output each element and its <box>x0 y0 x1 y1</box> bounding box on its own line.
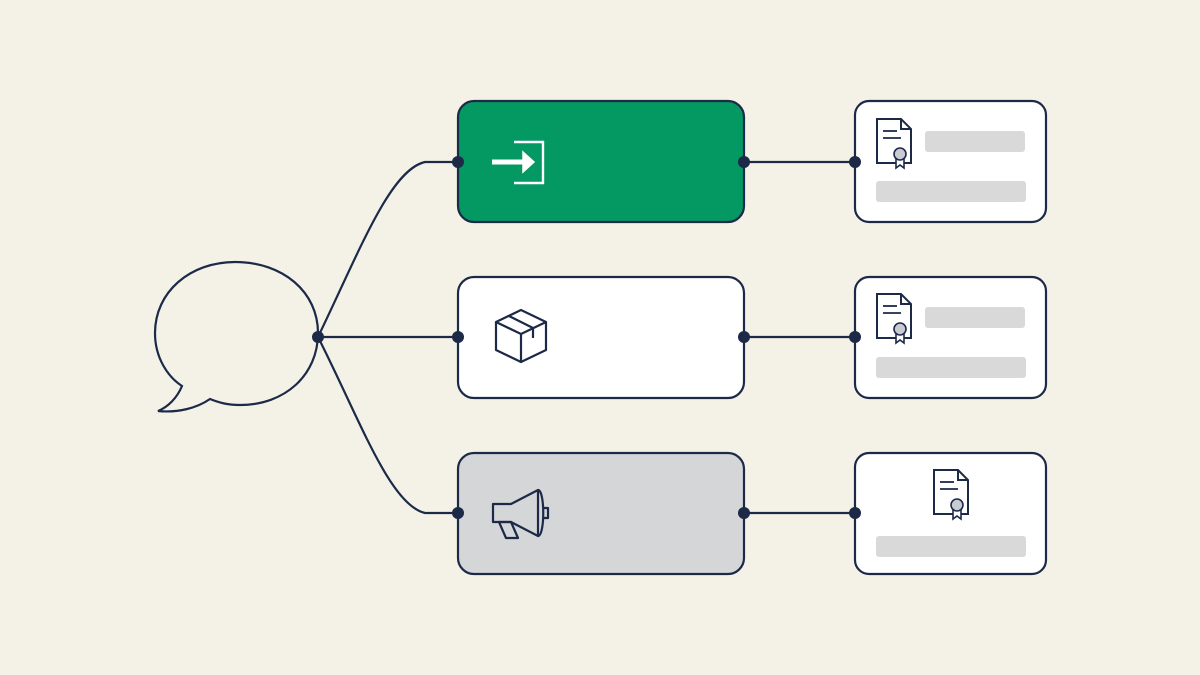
branch-box-package[interactable] <box>456 275 746 400</box>
port-login-in <box>452 156 464 168</box>
certificate-document-icon <box>876 293 912 345</box>
placeholder-bar-long <box>876 536 1026 557</box>
placeholder-bar-long <box>876 181 1026 202</box>
port-card-announce <box>849 507 861 519</box>
placeholder-bar-short <box>925 307 1025 328</box>
connector-to-login <box>317 160 458 338</box>
speech-bubble-icon <box>153 260 320 413</box>
port-card-package <box>849 331 861 343</box>
package-box-icon <box>494 308 548 364</box>
placeholder-bar-short <box>925 131 1025 152</box>
megaphone-icon <box>491 488 550 540</box>
placeholder-bar-long <box>876 357 1026 378</box>
login-arrow-icon <box>492 140 545 185</box>
card-connectors <box>744 160 855 515</box>
port-announce-in <box>452 507 464 519</box>
branch-box-announce[interactable] <box>456 451 746 576</box>
port-card-login <box>849 156 861 168</box>
source-connectors <box>317 160 458 515</box>
source-node-dot <box>312 331 324 343</box>
port-package-in <box>452 331 464 343</box>
card-ports <box>849 156 861 519</box>
certificate-document-icon <box>933 469 969 521</box>
certificate-document-icon <box>876 118 912 170</box>
connector-to-announce <box>317 336 458 515</box>
